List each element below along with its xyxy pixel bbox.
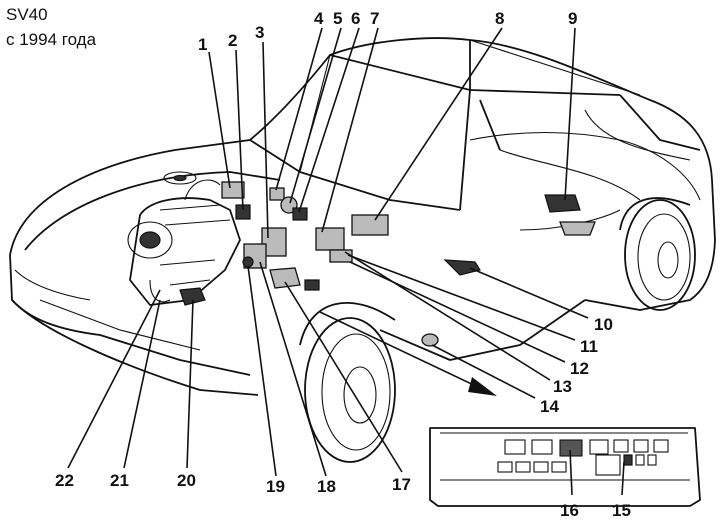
forward-direction-arrow xyxy=(319,311,497,396)
callout-11: 11 xyxy=(580,337,598,356)
component-1 xyxy=(221,181,245,199)
callout-10: 10 xyxy=(594,315,613,334)
callout-6: 6 xyxy=(351,9,360,28)
component-14 xyxy=(421,333,439,347)
callout-2: 2 xyxy=(228,31,237,50)
car-body xyxy=(9,37,716,396)
callout-17: 17 xyxy=(392,475,411,494)
callout-12: 12 xyxy=(570,359,589,378)
component-10 xyxy=(443,259,481,276)
callout-19: 19 xyxy=(266,477,285,496)
callout-1: 1 xyxy=(198,35,207,54)
callout-3: 3 xyxy=(255,23,264,42)
callout-8: 8 xyxy=(495,9,504,28)
engine xyxy=(127,171,241,306)
callout-22: 22 xyxy=(55,471,74,490)
callout-21: 21 xyxy=(110,471,129,490)
callout-labels: 1 2 3 4 5 6 7 8 9 10 11 12 13 14 15 16 1… xyxy=(55,9,631,520)
callout-15: 15 xyxy=(612,501,631,520)
component-3 xyxy=(261,227,287,257)
callout-4: 4 xyxy=(314,9,324,28)
callout-20: 20 xyxy=(177,471,196,490)
component-9 xyxy=(544,194,581,213)
leader-lines xyxy=(67,27,625,496)
callout-14: 14 xyxy=(540,397,559,416)
callout-16: 16 xyxy=(560,501,579,520)
component-20 xyxy=(179,287,206,306)
title-model: SV40 xyxy=(6,5,48,24)
component-7 xyxy=(315,227,345,251)
title-since: с 1994 года xyxy=(6,30,97,49)
component-9b xyxy=(559,221,596,236)
rear-wheel xyxy=(619,197,696,311)
callout-5: 5 xyxy=(333,9,342,28)
callout-18: 18 xyxy=(317,477,336,496)
component-17 xyxy=(269,267,301,289)
callout-13: 13 xyxy=(553,377,572,396)
component-8-ecu xyxy=(351,214,389,236)
component-4 xyxy=(269,187,285,201)
component-19 xyxy=(242,256,254,268)
front-wheel xyxy=(299,302,396,463)
component-misc xyxy=(304,279,320,291)
callout-9: 9 xyxy=(568,9,577,28)
callout-7: 7 xyxy=(370,9,379,28)
components xyxy=(149,181,596,347)
fuse-relay-box xyxy=(429,427,701,507)
component-21-harness xyxy=(149,279,171,303)
